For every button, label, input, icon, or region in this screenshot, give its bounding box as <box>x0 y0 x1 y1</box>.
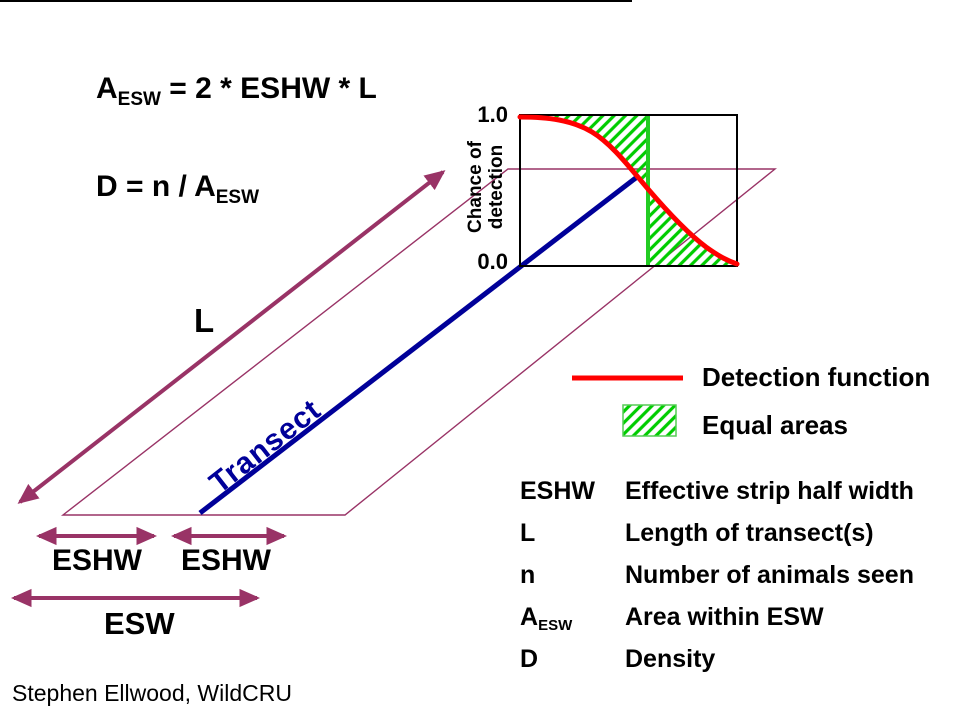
definition-text: Length of transect(s) <box>625 519 874 547</box>
definition-text: Number of animals seen <box>625 561 914 589</box>
legend-detection-label: Detection function <box>702 362 931 392</box>
definition-term: D <box>520 645 625 676</box>
definition-text: Density <box>625 645 716 673</box>
term-text: D <box>520 645 539 673</box>
y-axis-title-line1: Chance of <box>465 141 486 233</box>
legend-equal-areas-swatch <box>622 404 677 437</box>
definition-row-eshw: ESHW Effective strip half width <box>520 477 914 519</box>
equal-areas-left-hatch <box>520 115 648 189</box>
formula-area-rest: = 2 * ESHW * L <box>160 72 377 105</box>
definition-text: Area within ESW <box>625 603 824 631</box>
definition-term: L <box>520 519 625 550</box>
definition-row-d: D Density <box>520 645 914 687</box>
term-subscript: ESW <box>538 617 573 634</box>
formula-area-esw: AESW = 2 * ESHW * L <box>96 72 377 111</box>
term-text: A <box>520 603 539 631</box>
detection-curve <box>517 114 740 267</box>
transect-length-label: L <box>194 302 215 339</box>
formula-area-lead: A <box>96 72 118 105</box>
formula-density-subscript: ESW <box>215 187 260 208</box>
definition-row-l: L Length of transect(s) <box>520 519 914 561</box>
term-text: ESHW <box>520 477 595 505</box>
esw-label: ESW <box>104 606 175 641</box>
definition-row-aesw: AESW Area within ESW <box>520 603 914 645</box>
y-axis-tick-bottom: 0.0 <box>477 249 508 274</box>
y-axis-title-line2: detection <box>486 144 507 230</box>
eshw-right-label: ESHW <box>181 544 271 577</box>
term-text: n <box>520 561 536 589</box>
definition-row-n: n Number of animals seen <box>520 561 914 603</box>
equal-areas-right-hatch <box>648 189 737 266</box>
term-text: L <box>520 519 536 547</box>
definition-text: Effective strip half width <box>625 477 914 505</box>
formula-area-subscript: ESW <box>117 89 161 110</box>
legend-equal-areas-label: Equal areas <box>702 410 848 440</box>
definitions-list: ESHW Effective strip half width L Length… <box>520 477 914 687</box>
definition-term: AESW <box>520 603 625 634</box>
length-arrow <box>17 170 446 504</box>
y-axis-title: Chance of detection <box>465 139 507 235</box>
formula-density-lead: D = n / A <box>96 170 216 203</box>
definition-term: ESHW <box>520 477 625 508</box>
definition-term: n <box>520 561 625 592</box>
detection-plot-frame <box>519 114 738 267</box>
author-credit: Stephen Ellwood, WildCRU <box>12 680 292 706</box>
y-axis-tick-top: 1.0 <box>477 102 508 127</box>
formula-density: D = n / AESW <box>96 170 259 209</box>
eshw-left-label: ESHW <box>52 544 142 577</box>
